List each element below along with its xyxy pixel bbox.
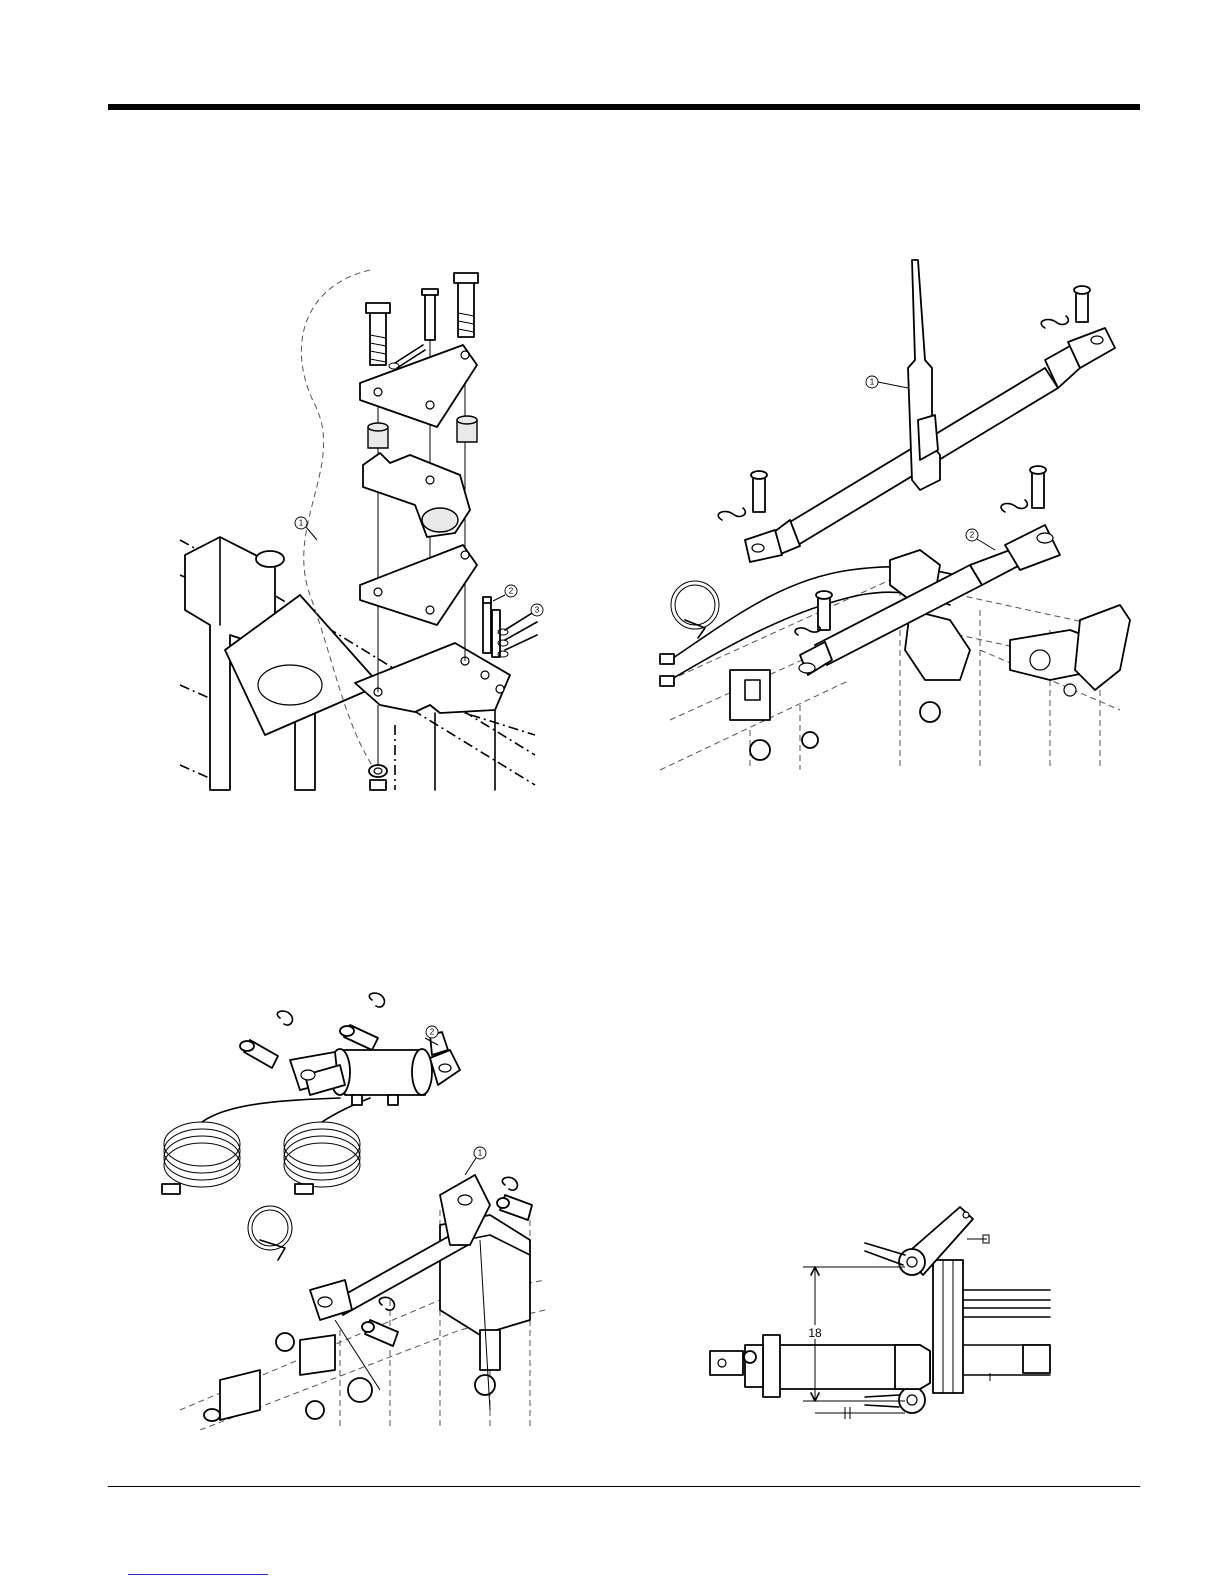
footer-rule [108,1486,1140,1487]
callout-2: 2 [970,531,975,540]
figure-turnbuckle: 1 2 [650,250,1140,780]
footer-link-underline[interactable] [128,1574,268,1575]
figure-hydraulic-cylinder: 2 1 [160,990,550,1430]
figure-dimension-detail: 18 [705,1205,1065,1420]
callout-2: 2 [509,587,514,596]
figure-pivot-bracket: 1 2 3 [165,265,545,795]
callout-1: 1 [478,1149,483,1158]
callout-2: 2 [430,1028,435,1037]
header-rule [108,104,1140,110]
callout-3: 3 [535,606,540,615]
dimension-label: 18 [808,1326,822,1340]
callout-1: 1 [870,378,875,387]
callout-1: 1 [299,519,304,528]
